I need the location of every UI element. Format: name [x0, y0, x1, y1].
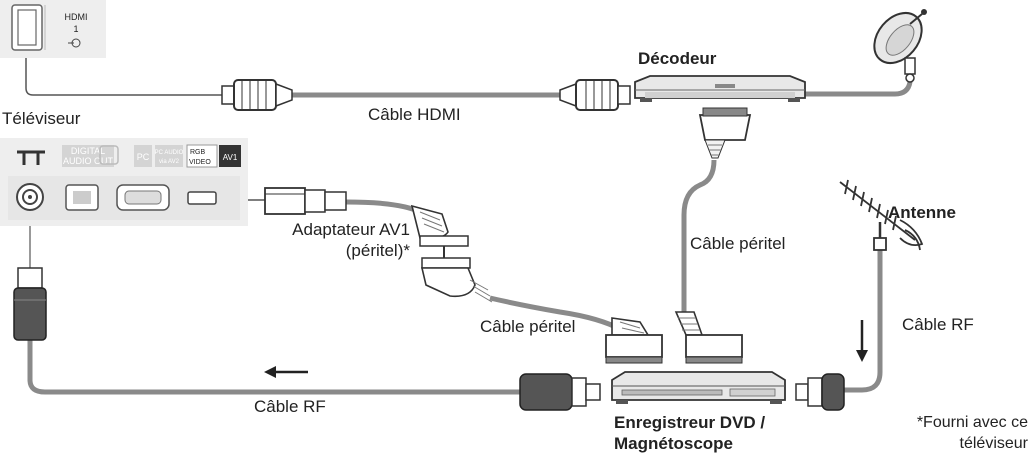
adapter-label-2: (péritel)* — [345, 241, 410, 260]
hdmi-plug-right — [559, 79, 631, 111]
antenna-label: Antenne — [888, 203, 956, 222]
hdmi-plug-left — [221, 79, 293, 111]
pc-audio-label-1: PC AUDIO — [155, 150, 184, 156]
footnote-label-1: *Fourni avec ce — [916, 414, 1028, 431]
hdmi-cable-label: Câble HDMI — [368, 105, 461, 124]
rf-cable-right-label: Câble RF — [902, 315, 974, 334]
av1-socket — [187, 191, 217, 205]
scart-plug-recorder-left — [605, 317, 663, 364]
rf-plug-recorder-right — [795, 373, 845, 411]
rf-cable-bottom — [27, 340, 520, 395]
scart-cable-middle-label: Câble péritel — [480, 317, 576, 336]
recorder-label-1: Enregistreur DVD / — [614, 413, 766, 432]
arrow-left-icon — [264, 366, 308, 378]
arrow-down-icon — [856, 320, 868, 362]
hdmi-lead-line — [25, 55, 222, 96]
rf-cable-bottom-label: Câble RF — [254, 397, 326, 416]
av1-label: AV1 — [223, 153, 238, 162]
digital-audio-label-1: DIGITAL — [71, 146, 105, 156]
pc-label: PC — [137, 152, 150, 162]
scart-plug-adapter-bottom — [420, 257, 493, 303]
av1-adapter-plug — [264, 187, 347, 215]
satellite-dish-icon — [873, 9, 927, 83]
adapter-label-1: Adaptateur AV1 — [292, 220, 410, 239]
scart-cable-middle — [489, 295, 624, 333]
adapter-wire — [345, 199, 422, 215]
scart-plug-decoder — [698, 107, 752, 159]
scart-plug-adapter-top — [410, 204, 469, 247]
rf-plug-recorder-left — [519, 373, 601, 411]
decoder-label: Décodeur — [638, 49, 717, 68]
rf-cable-right — [842, 248, 883, 393]
hdmi-terminal-label: HDMI — [65, 12, 88, 22]
tv-terminal-panel: DIGITAL AUDIO OUT PC PC AUDIO via AV2 RG… — [0, 138, 248, 226]
hdmi-terminal-panel: HDMI 1 — [0, 0, 106, 58]
dish-cable — [800, 72, 913, 97]
headphone-icon — [99, 145, 119, 165]
pc-audio-label-2: via AV2 — [159, 159, 180, 165]
decoder-device — [634, 75, 806, 102]
scart-cable-right-label: Câble péritel — [690, 234, 786, 253]
recorder-label-2: Magnétoscope — [614, 434, 734, 453]
rgb-label: RGB — [190, 149, 206, 156]
rf-plug-tv — [13, 267, 47, 341]
dvd-recorder-device — [611, 371, 786, 404]
tv-label: Téléviseur — [2, 109, 81, 128]
footnote-label-2: téléviseur — [959, 435, 1028, 452]
digital-audio-label-2: AUDIO OUT — [63, 156, 114, 166]
scart-plug-recorder-right — [674, 311, 743, 364]
video-label: VIDEO — [189, 159, 211, 166]
roof-antenna-icon — [839, 179, 924, 251]
scart-cable-right — [681, 159, 717, 315]
antenna-symbol-icon — [17, 150, 45, 165]
hdmi-terminal-number: 1 — [73, 24, 78, 34]
